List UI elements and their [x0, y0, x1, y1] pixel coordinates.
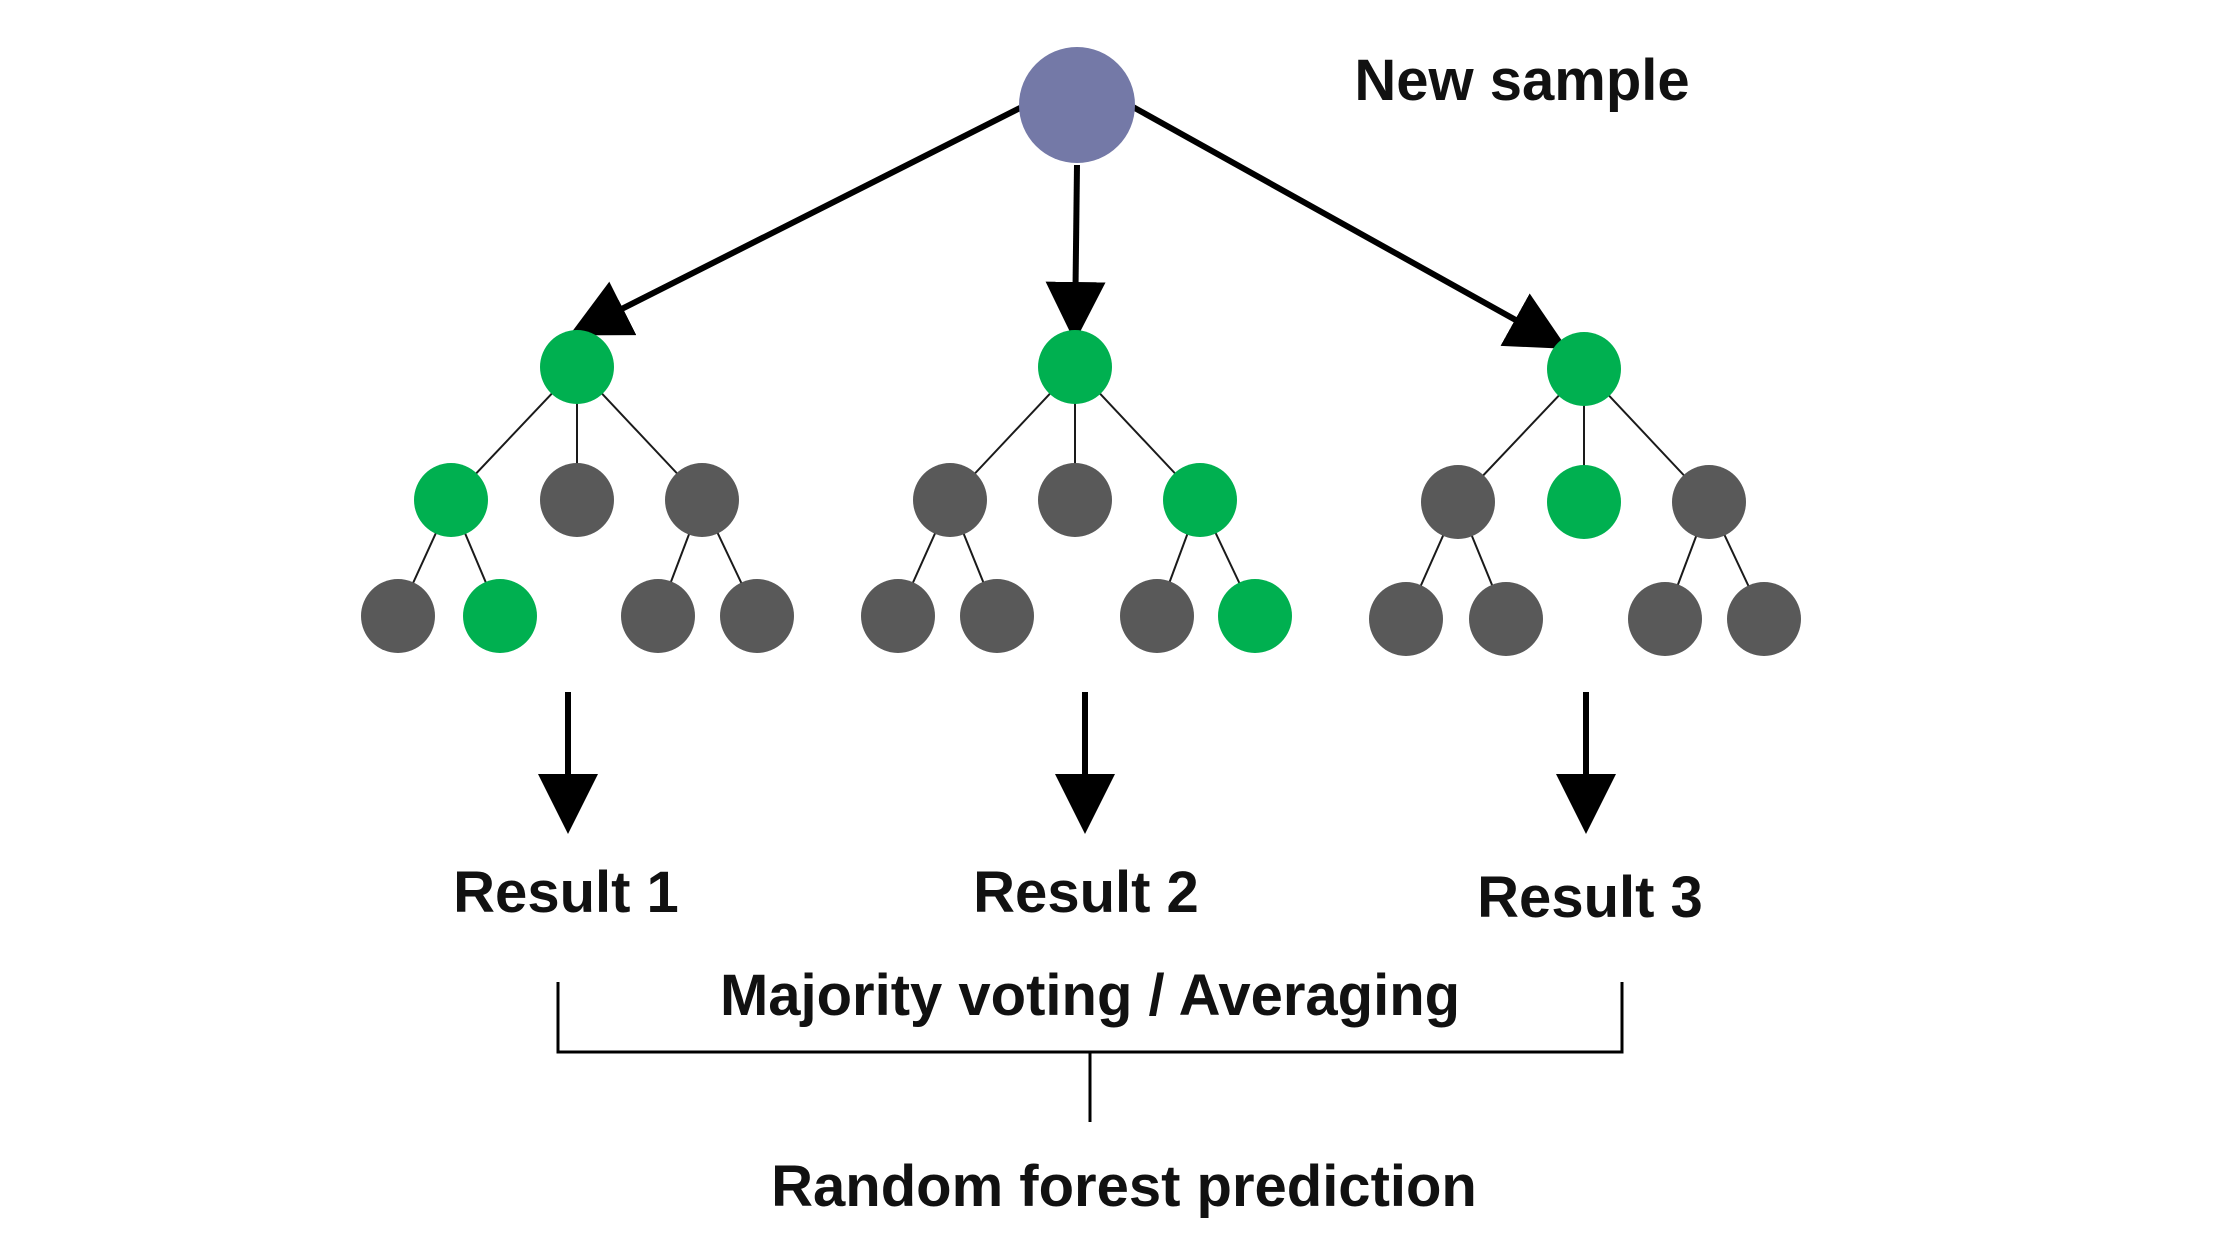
- tree-3-leaf-node-2: [1469, 582, 1543, 656]
- tree-1-leaf-node-1: [361, 579, 435, 653]
- tree-3-level1-node-3: [1672, 465, 1746, 539]
- result-arrows: [538, 692, 1616, 834]
- nodes-layer: [361, 47, 1801, 656]
- result-3-label: Result 3: [1477, 865, 1703, 930]
- result-2-label: Result 2: [973, 860, 1199, 925]
- tree-2-leaf-node-4: [1218, 579, 1292, 653]
- tree-3-input-arrow: [1131, 104, 1568, 349]
- tree-2-leaf-node-3: [1120, 579, 1194, 653]
- aggregation-label: Majority voting / Averaging: [720, 963, 1460, 1028]
- tree-3-level1-node-2: [1547, 465, 1621, 539]
- tree-2-input-arrow: [1045, 164, 1106, 342]
- tree-1-leaf-node-4: [720, 579, 794, 653]
- tree-3-leaf-node-4: [1727, 582, 1801, 656]
- tree-3-root-node: [1547, 332, 1621, 406]
- tree-2-level1-node-2: [1038, 463, 1112, 537]
- result-1-label: Result 1: [453, 860, 679, 925]
- tree-3-level1-node-1: [1421, 465, 1495, 539]
- tree-2-leaf-node-1: [861, 579, 935, 653]
- tree-1-level1-node-3: [665, 463, 739, 537]
- tree-2-level1-node-3: [1163, 463, 1237, 537]
- tree-1-leaf-node-3: [621, 579, 695, 653]
- tree-2-level1-node-1: [913, 463, 987, 537]
- new-sample-node: [1019, 47, 1135, 163]
- tree-3-leaf-node-1: [1369, 582, 1443, 656]
- tree-1-root-node: [540, 330, 614, 404]
- tree-2-root-node: [1038, 330, 1112, 404]
- tree-1-leaf-node-2: [463, 579, 537, 653]
- aggregation-bracket: [556, 982, 1624, 1122]
- tree-1-input-arrow: [569, 104, 1024, 336]
- tree-2-leaf-node-2: [960, 579, 1034, 653]
- new-sample-label: New sample: [1354, 48, 1689, 113]
- final-prediction-label: Random forest prediction: [771, 1154, 1477, 1219]
- tree-1-level1-node-1: [414, 463, 488, 537]
- tree-3-leaf-node-3: [1628, 582, 1702, 656]
- tree-1-level1-node-2: [540, 463, 614, 537]
